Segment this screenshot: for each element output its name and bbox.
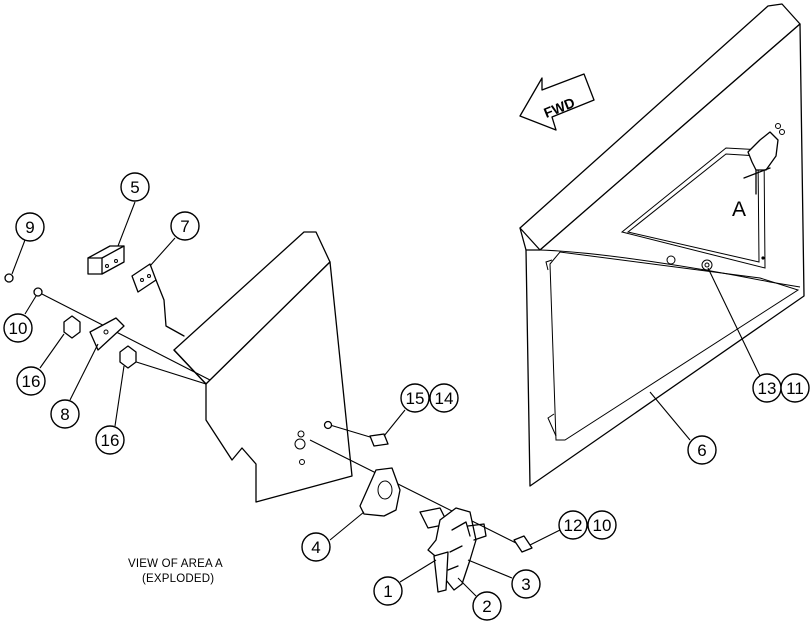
- panel-corner-edge: [519, 227, 527, 251]
- forward-arrow: FWD: [519, 73, 595, 131]
- part-16-nut-lower: [119, 345, 137, 369]
- callout-5: 5: [120, 172, 150, 202]
- side-panel: A: [519, 3, 805, 487]
- axis-line-left: [37, 291, 211, 381]
- svg-text:5: 5: [130, 178, 139, 197]
- left-panel-hole-top: [297, 430, 305, 438]
- callout-3: 3: [511, 569, 541, 599]
- svg-text:9: 9: [25, 218, 34, 237]
- panel-latch-pin: [775, 123, 781, 129]
- svg-text:13: 13: [758, 379, 777, 398]
- part-10-washer: [33, 287, 43, 297]
- svg-text:11: 11: [786, 379, 804, 398]
- leader-3: [467, 559, 513, 579]
- callout-9: 9: [15, 212, 45, 242]
- leader-16b: [114, 365, 125, 427]
- svg-text:4: 4: [311, 538, 320, 557]
- left-panel-hole-low: [299, 459, 305, 465]
- callout-16-lower: 16: [95, 425, 125, 455]
- leader-12-10: [529, 529, 561, 546]
- part-16-nut-upper: [63, 315, 81, 339]
- leader-2: [457, 577, 477, 597]
- leader-10a: [24, 295, 37, 315]
- part-5-block: [87, 245, 125, 275]
- caption-line-2: (EXPLODED): [142, 573, 214, 585]
- panel-latch: [747, 131, 779, 171]
- svg-text:15: 15: [406, 389, 425, 408]
- axis-line-shaft: [309, 439, 521, 546]
- callout-7: 7: [170, 211, 200, 241]
- callout-13: 13: [752, 373, 782, 403]
- axis-line-nut: [129, 359, 207, 385]
- panel-hole-left: [666, 255, 676, 265]
- callout-10-right: 10: [587, 510, 617, 540]
- callout-16-upper: 16: [16, 366, 46, 396]
- callout-6: 6: [687, 435, 717, 465]
- svg-text:12: 12: [564, 516, 583, 535]
- leader-5: [117, 201, 136, 247]
- left-panel-face: [205, 261, 353, 503]
- callout-15: 15: [400, 383, 430, 413]
- leader-1: [399, 559, 437, 583]
- svg-text:7: 7: [180, 217, 189, 236]
- leader-16a: [39, 333, 65, 369]
- callout-1: 1: [373, 576, 403, 606]
- leader-15-14: [383, 409, 406, 437]
- svg-text:2: 2: [482, 597, 491, 616]
- leader-8: [69, 343, 99, 401]
- leader-6: [649, 391, 691, 441]
- callout-12: 12: [558, 510, 588, 540]
- caption-line-1: VIEW OF AREA A: [128, 558, 223, 570]
- part-7-plate: [131, 263, 185, 337]
- panel-lower-window-notch: [547, 413, 557, 437]
- part-9-nut: [4, 273, 14, 283]
- svg-text:14: 14: [435, 389, 454, 408]
- panel-lower-window: [549, 251, 800, 441]
- panel-dot: [761, 256, 765, 260]
- fwd-arrow-shape: [519, 73, 595, 131]
- panel-face: [525, 23, 805, 487]
- callout-11: 11: [780, 373, 810, 403]
- svg-text:8: 8: [60, 405, 69, 424]
- left-panel-corner: [173, 349, 207, 385]
- part-12-bolt: [513, 535, 533, 553]
- callout-8: 8: [50, 399, 80, 429]
- part-4-bracket: [359, 467, 401, 517]
- callout-10-left: 10: [3, 313, 33, 343]
- callout-4: 4: [301, 532, 331, 562]
- svg-text:1: 1: [383, 582, 392, 601]
- part-14-bolt: [369, 433, 389, 447]
- svg-text:16: 16: [101, 431, 120, 450]
- svg-text:3: 3: [521, 575, 530, 594]
- svg-text:10: 10: [593, 516, 612, 535]
- panel-lower-window-notch2: [545, 259, 553, 271]
- area-a-label: A: [732, 198, 746, 221]
- left-panel-hole-mid: [294, 438, 306, 450]
- panel-latch-arm: [743, 167, 771, 195]
- panel-inner-trim: [539, 249, 801, 288]
- leader-13-11: [707, 267, 761, 377]
- callout-14: 14: [429, 383, 459, 413]
- latch-assembly: [427, 507, 487, 593]
- svg-text:6: 6: [697, 441, 706, 460]
- leader-9: [11, 239, 26, 275]
- part-15-washer: [323, 420, 333, 430]
- svg-text:16: 16: [22, 372, 41, 391]
- panel-latch-pin2: [779, 129, 785, 135]
- callout-2: 2: [472, 591, 502, 621]
- panel-hole-right: [701, 259, 713, 271]
- svg-text:10: 10: [9, 319, 28, 338]
- leader-7: [149, 237, 176, 267]
- panel-hole-right-inner: [704, 262, 710, 268]
- leader-4: [329, 511, 365, 541]
- left-panel: [173, 231, 353, 503]
- panel-top-edge: [519, 3, 801, 251]
